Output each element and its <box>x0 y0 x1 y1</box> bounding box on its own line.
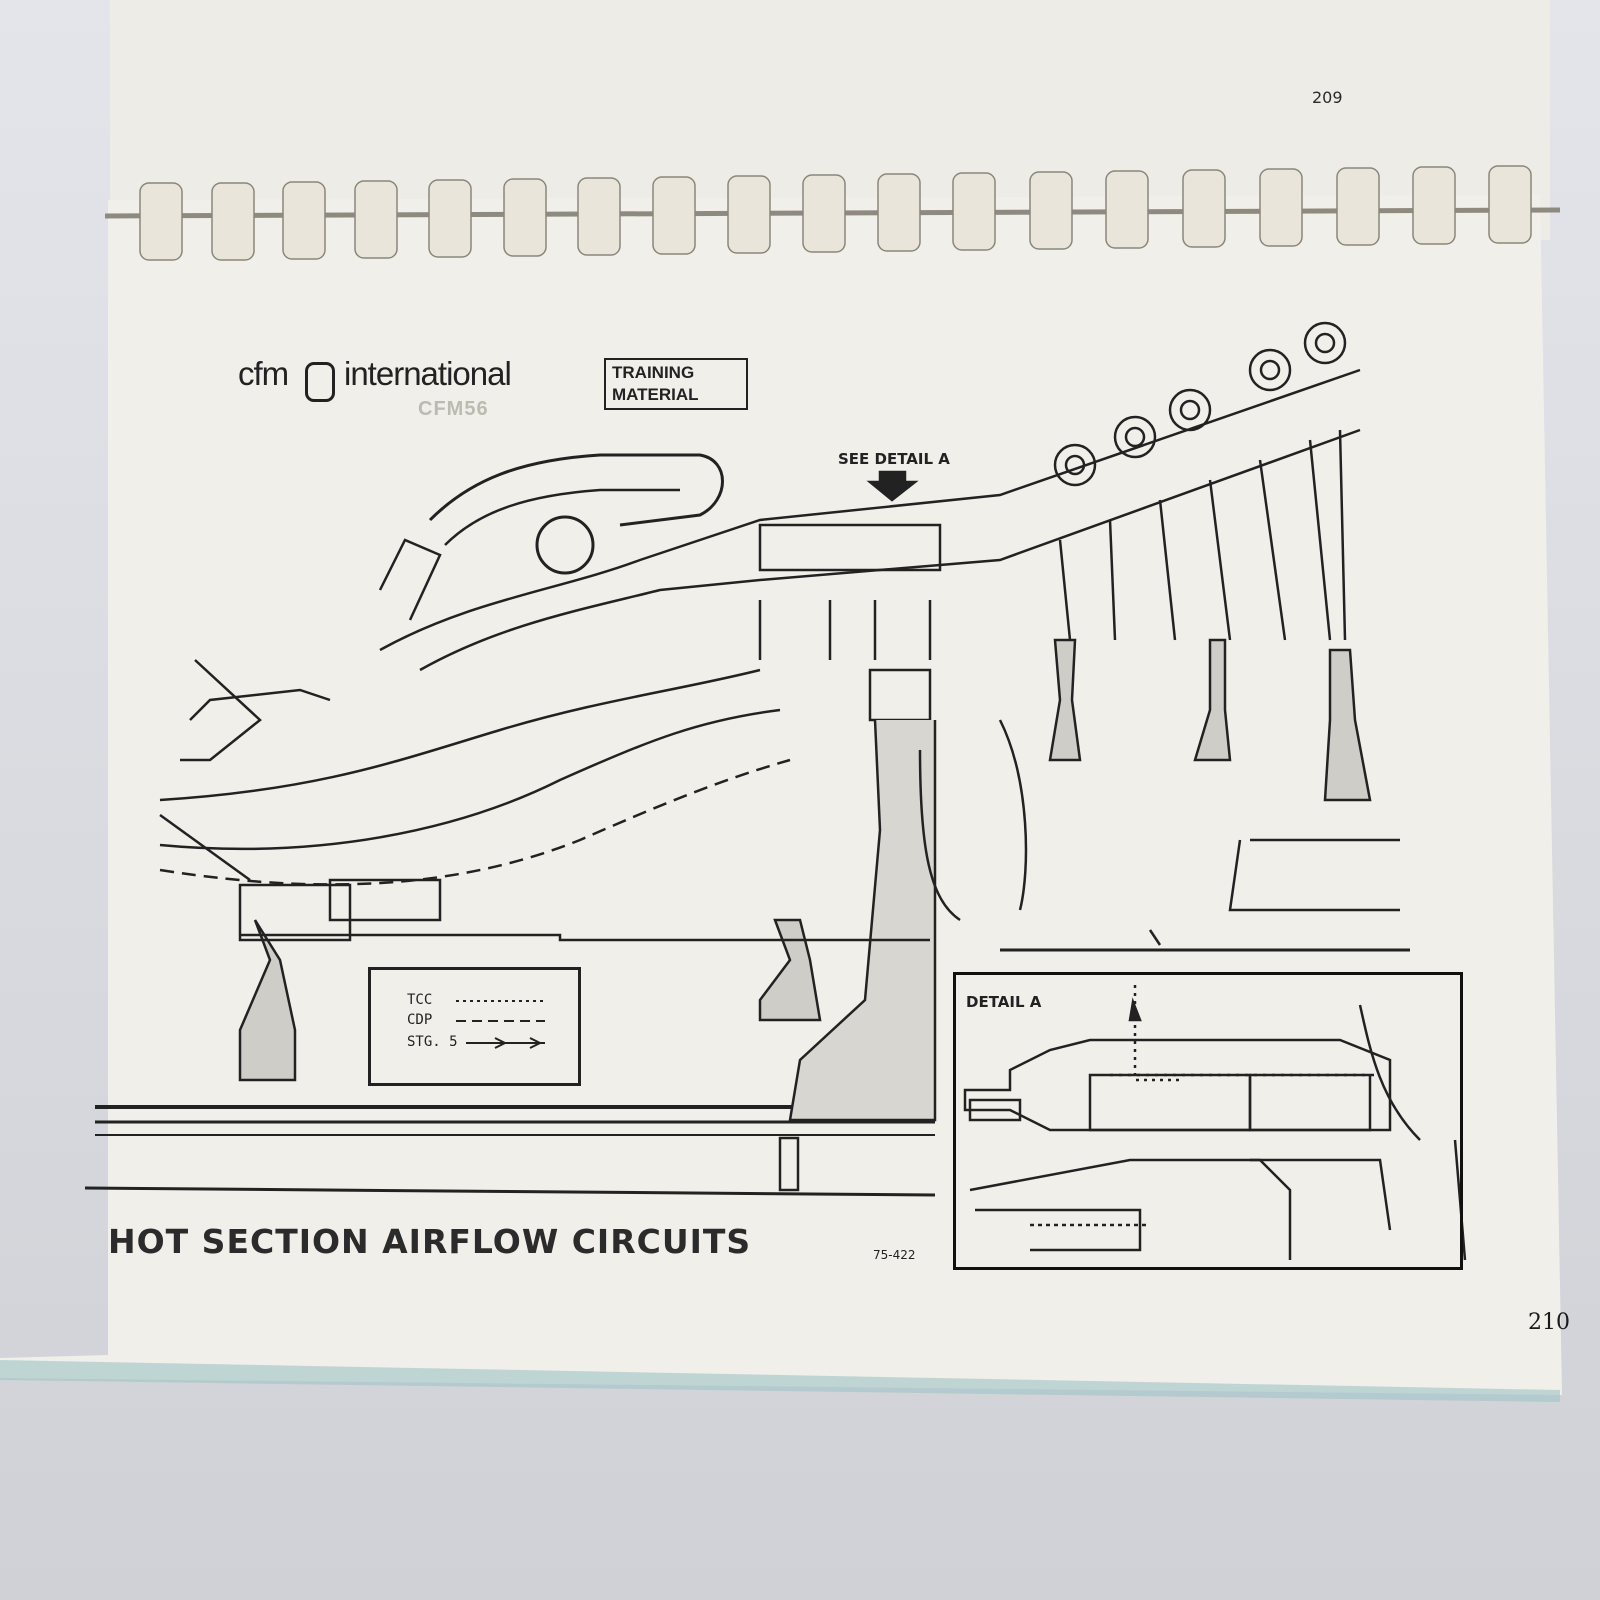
logo-company-suffix: international <box>344 355 512 392</box>
detail-a-box: DETAIL A <box>953 972 1463 1270</box>
stg5-arrows <box>494 1037 543 1049</box>
see-detail-label: SEE DETAIL A <box>838 450 950 468</box>
page-number: 210 <box>1528 1310 1570 1335</box>
detail-a-label: DETAIL A <box>966 993 1042 1011</box>
page-sheet <box>0 195 1562 1395</box>
page-edge-strip <box>0 1360 1560 1402</box>
badge-line1: TRAINING <box>612 363 695 382</box>
legend-item-tcc: TCC <box>407 992 433 1008</box>
detail-a-drawing <box>963 985 1467 1261</box>
engine-cross-section <box>84 321 1410 1197</box>
legend-item-stg5: STG. 5 <box>407 1034 458 1050</box>
airflow-legend: TCC CDP STG. 5 <box>368 967 581 1086</box>
logo-mark <box>305 362 335 402</box>
binding-comb <box>104 165 1561 261</box>
page-title: HOT SECTION AIRFLOW CIRCUITS <box>108 1222 752 1261</box>
legend-item-cdp: CDP <box>407 1012 433 1028</box>
previous-page-number: 209 <box>1312 88 1343 107</box>
legend-swatches <box>456 1000 545 1049</box>
logo-product: CFM56 <box>418 398 489 420</box>
training-material-badge: TRAINING MATERIAL <box>604 358 748 410</box>
logo-company: cfm <box>238 355 289 392</box>
badge-line2: MATERIAL <box>612 385 699 404</box>
figure-code: 75-422 <box>873 1248 916 1262</box>
